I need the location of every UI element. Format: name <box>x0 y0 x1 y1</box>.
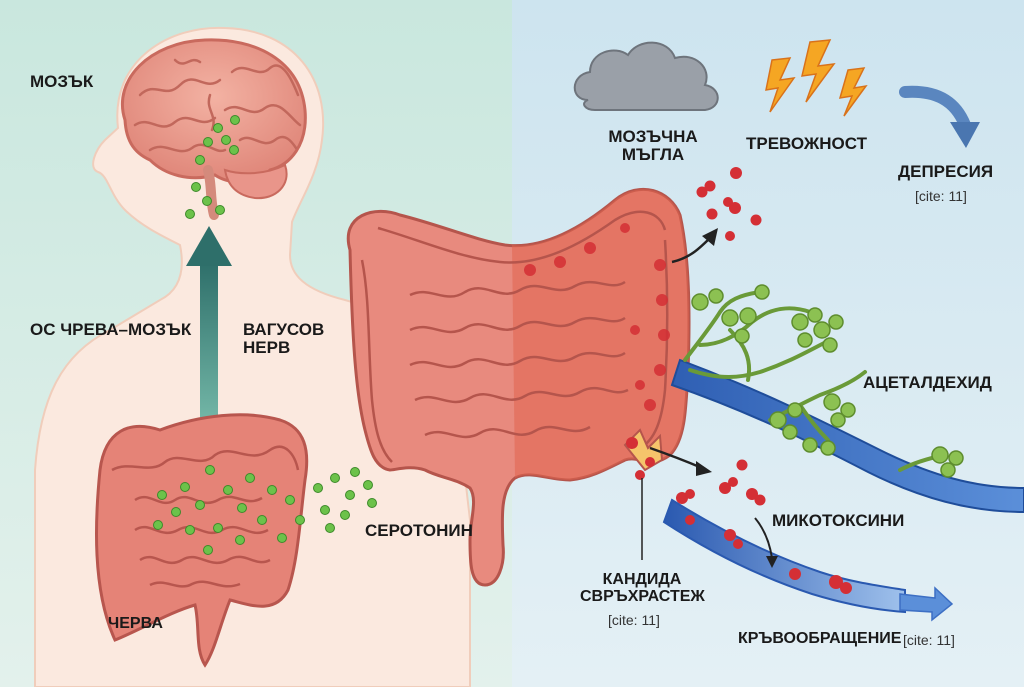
curved-arrow-icon <box>899 85 980 148</box>
candida-overgrowth-site <box>623 428 664 560</box>
depression-label: ДЕПРЕСИЯ <box>898 162 994 181</box>
brain-label: МОЗЪК <box>30 72 94 91</box>
brain-fog-toxins <box>671 167 762 264</box>
fungal-spores <box>691 284 964 478</box>
depression-cite: [cite: 11] <box>915 188 967 204</box>
candida-overgrowth-label: КАНДИДА СВРЪХРАСТЕЖ <box>580 571 705 606</box>
vagus-nerve-label: ВАГУСОВ НЕРВ <box>243 321 324 357</box>
vagus-nerve-line1: ВАГУСОВ <box>243 320 325 339</box>
mycotoxin-toxins <box>649 446 766 506</box>
mycotoxins-label: МИКОТОКСИНИ <box>772 511 905 530</box>
large-intestines <box>346 187 691 587</box>
gut-label: ЧЕРВА <box>108 615 163 632</box>
lightning-icon <box>765 39 868 117</box>
bloodstream-vessel <box>662 498 954 622</box>
brain-serotonin-dots <box>185 115 240 219</box>
brain-fog-line1: МОЗЪЧНА <box>608 127 698 146</box>
brain-illustration <box>120 38 307 220</box>
cloud-icon <box>573 41 719 111</box>
candida-line1: КАНДИДА <box>602 571 682 588</box>
candida-line2: СВРЪХРАСТЕЖ <box>580 587 705 605</box>
vagus-nerve-arrow <box>186 226 232 440</box>
anxiety-label: ТРЕВОЖНОСТ <box>746 134 868 153</box>
acetaldehyde-label: АЦЕТАЛДЕХИД <box>863 373 992 392</box>
vagus-nerve-line2: НЕРВ <box>243 337 291 357</box>
candida-cite: [cite: 11] <box>608 612 660 628</box>
brain-fog-line2: МЪГЛА <box>621 144 685 164</box>
gut-brain-axis-label: ОС ЧРЕВА–МОЗЪК <box>30 320 192 339</box>
bloodstream-label: КРЪВООБРАЩЕНИЕ <box>738 630 902 647</box>
serotonin-label: СЕРОТОНИН <box>365 521 473 540</box>
brain-fog-label: МОЗЪЧНА МЪГЛА <box>604 128 702 164</box>
bloodstream-cite: [cite: 11] <box>903 632 955 648</box>
gut-serotonin-dots <box>153 465 377 555</box>
